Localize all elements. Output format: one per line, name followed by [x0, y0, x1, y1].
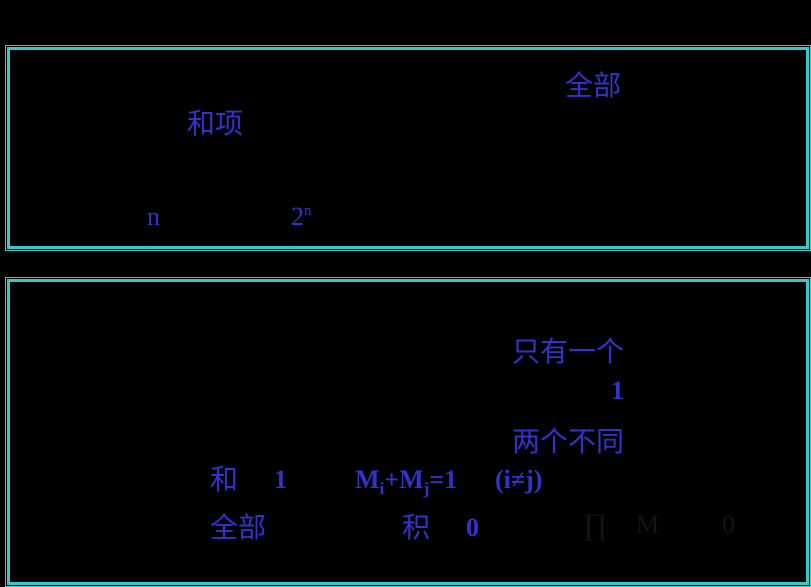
all-label-bottom: 全部: [210, 511, 267, 544]
formula-m2: M: [399, 465, 424, 494]
formula-plus: +: [384, 465, 400, 494]
sum-terms-label: 和项: [187, 107, 244, 140]
one-value: 1: [611, 376, 624, 405]
top-panel: [5, 45, 811, 251]
bottom-panel-inner-border: [7, 279, 809, 585]
two-power-n: 2n: [291, 204, 312, 230]
two-power-exp: n: [304, 203, 312, 219]
n-label: n: [147, 202, 160, 231]
product-label: 积: [402, 511, 431, 544]
formula-m1: M: [355, 465, 380, 494]
faint-m-symbol: M: [636, 510, 660, 539]
formula-equals-one: =1: [429, 465, 458, 494]
all-label-top: 全部: [565, 69, 622, 102]
sum-value: 1: [274, 465, 287, 494]
formula-sub-j: j: [423, 479, 430, 498]
two-power-base: 2: [291, 202, 304, 231]
faint-zero: 0: [722, 510, 735, 539]
sum-label: 和: [210, 463, 239, 496]
formula-mi-plus-mj: Mi+Mj=1: [355, 465, 458, 498]
top-panel-inner-border: [7, 47, 809, 249]
only-one-label: 只有一个: [512, 335, 625, 368]
two-different-label: 两个不同: [512, 425, 625, 458]
faint-product-symbol: ∏: [583, 508, 608, 541]
formula-condition: (i≠j): [495, 465, 543, 494]
product-value: 0: [466, 513, 479, 542]
bottom-panel: [5, 277, 811, 587]
formula-sub-i: i: [379, 479, 385, 498]
